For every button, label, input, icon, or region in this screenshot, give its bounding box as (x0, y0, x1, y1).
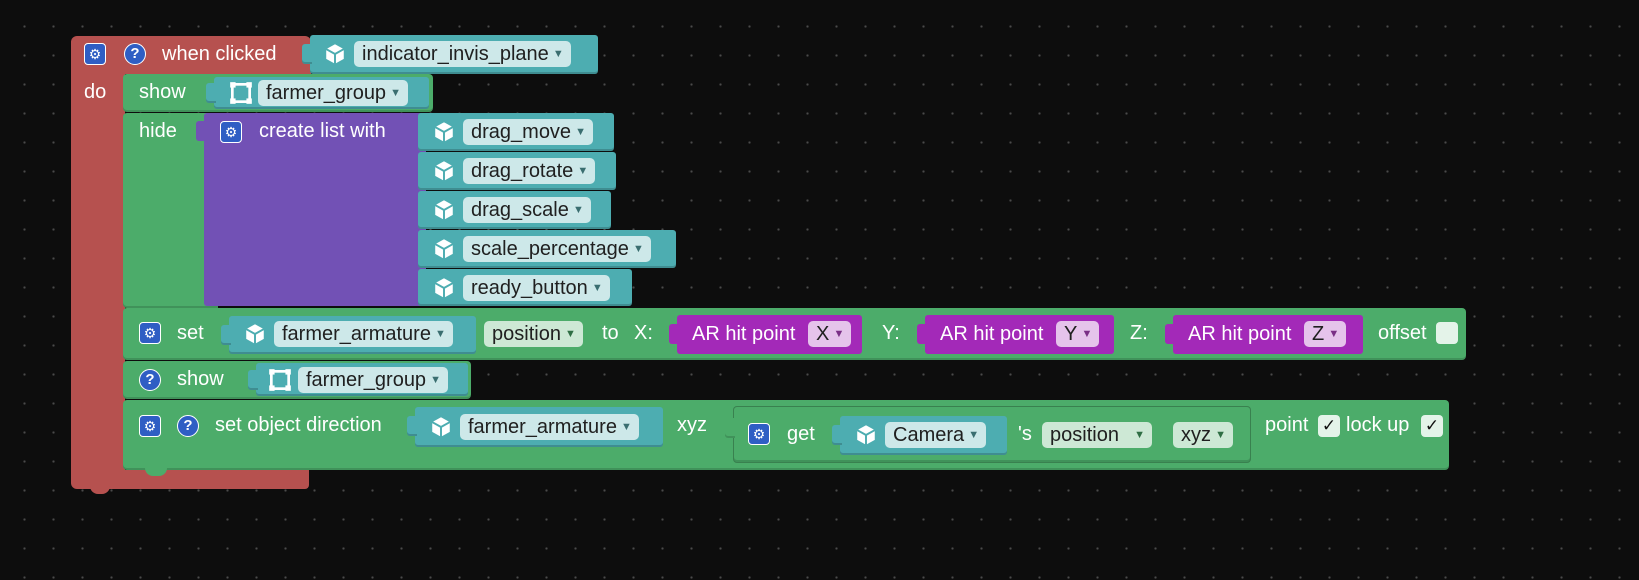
cube-icon (855, 423, 877, 447)
get-label: get (787, 423, 815, 445)
list-item-dropdown[interactable]: drag_rotate▼ (463, 158, 596, 184)
create-list-gear-icon[interactable]: ⚙ (220, 121, 242, 143)
cube-icon (433, 198, 455, 222)
direction-gear-icon[interactable]: ⚙ (139, 415, 161, 437)
ar-hit-point-label: AR hit point (1188, 323, 1292, 345)
get-property-dropdown[interactable]: position▼ (1042, 422, 1152, 448)
show-target-nub (206, 83, 216, 103)
group-icon (230, 82, 252, 104)
offset-label: offset (1378, 322, 1427, 344)
show-target-dropdown[interactable]: farmer_group▼ (298, 367, 449, 393)
show-label: show (177, 368, 224, 390)
cube-icon (433, 120, 455, 144)
ar-z-nub (1165, 324, 1175, 344)
list-item-dropdown[interactable]: scale_percentage▼ (463, 236, 651, 262)
xyz-label: xyz (677, 414, 707, 436)
event-target-nub (302, 44, 312, 64)
cube-icon (324, 42, 346, 66)
create-list-block[interactable] (204, 113, 426, 306)
get-gear-icon[interactable]: ⚙ (748, 423, 770, 445)
show-help-icon[interactable]: ? (139, 369, 161, 391)
direction-object-dropdown[interactable]: farmer_armature▼ (460, 414, 639, 440)
ar-x-axis-dropdown[interactable]: X▼ (808, 321, 852, 347)
set-object-direction-label: set object direction (215, 414, 382, 436)
direction-block-bottom-tab (145, 468, 167, 476)
list-item-dropdown[interactable]: ready_button▼ (463, 275, 610, 301)
create-list-label: create list with (259, 120, 386, 142)
group-icon (269, 369, 291, 391)
set-label: set (177, 322, 204, 344)
event-block-footer (71, 470, 309, 489)
lock-up-label: lock up (1346, 414, 1410, 436)
get-position-nub (725, 418, 735, 438)
ar-hit-point-label: AR hit point (692, 323, 796, 345)
event-block-bottom-tab (90, 486, 110, 494)
create-list-nub (196, 121, 206, 141)
ar-y-axis-dropdown[interactable]: Y▼ (1056, 321, 1100, 347)
list-item-dropdown[interactable]: drag_scale▼ (463, 197, 591, 223)
lock-up-checkbox[interactable]: ✓ (1421, 415, 1443, 437)
hide-label: hide (139, 120, 177, 142)
camera-object-nub (832, 425, 842, 445)
camera-dropdown[interactable]: Camera▼ (885, 422, 987, 448)
ar-z-axis-dropdown[interactable]: Z▼ (1304, 321, 1347, 347)
hide-block[interactable] (123, 113, 218, 308)
direction-help-icon[interactable]: ? (177, 415, 199, 437)
event-gear-icon[interactable]: ⚙ (84, 43, 106, 65)
event-help-icon[interactable]: ? (124, 43, 146, 65)
ar-hit-point-label: AR hit point (940, 323, 1044, 345)
event-block-side (71, 70, 125, 482)
when-clicked-label: when clicked (162, 43, 277, 65)
to-label: to (602, 322, 619, 344)
point-checkbox[interactable]: ✓ (1318, 415, 1340, 437)
set-object-dropdown[interactable]: farmer_armature▼ (274, 321, 453, 347)
cube-icon (244, 322, 266, 346)
show-target-nub (248, 370, 258, 390)
direction-object-nub (407, 416, 417, 436)
do-label: do (84, 81, 107, 103)
event-block-header[interactable] (71, 36, 311, 74)
point-label: point (1265, 414, 1309, 436)
offset-checkbox[interactable] (1436, 322, 1458, 344)
set-property-dropdown[interactable]: position▼ (484, 321, 583, 347)
set-object-nub (221, 325, 231, 345)
z-label: Z: (1130, 322, 1148, 344)
cube-icon (433, 159, 455, 183)
get-xyz-dropdown[interactable]: xyz▼ (1173, 422, 1233, 448)
ar-y-nub (917, 324, 927, 344)
event-target-dropdown[interactable]: indicator_invis_plane▼ (354, 41, 571, 67)
ar-x-nub (669, 324, 679, 344)
cube-icon (430, 415, 452, 439)
y-label: Y: (882, 322, 900, 344)
set-gear-icon[interactable]: ⚙ (139, 322, 161, 344)
x-label: X: (634, 322, 653, 344)
possessive-label: 's (1018, 423, 1032, 445)
list-item-dropdown[interactable]: drag_move▼ (463, 119, 594, 145)
cube-icon (433, 237, 455, 261)
show-target-dropdown[interactable]: farmer_group▼ (258, 80, 409, 106)
show-label: show (139, 81, 186, 103)
cube-icon (433, 276, 455, 300)
